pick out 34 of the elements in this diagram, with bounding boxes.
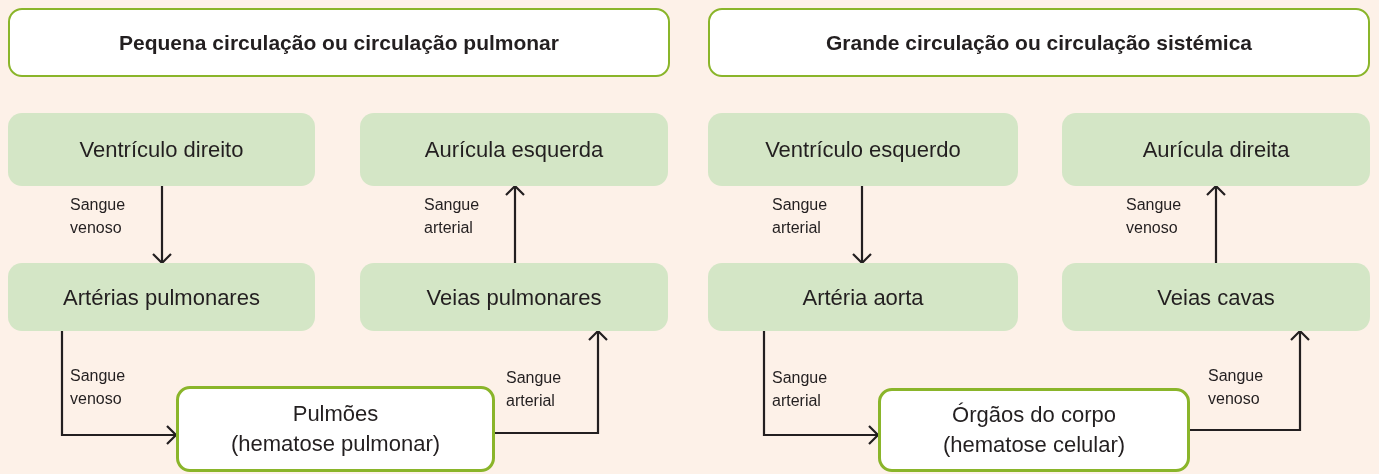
process-box: [708, 113, 1018, 186]
arrow: [495, 329, 609, 435]
process-box: [360, 263, 668, 331]
box-text: Pequena circulação ou circulação pulmonar: [119, 29, 559, 56]
arrow: [1190, 329, 1311, 432]
arrow: [762, 331, 880, 446]
box-text: Aurícula direita: [1142, 136, 1290, 164]
process-box: [360, 113, 668, 186]
box-text: Ventrículo esquerdo: [765, 136, 961, 164]
arrow: [60, 331, 178, 446]
arrow: [1205, 184, 1227, 263]
arrow: [504, 184, 526, 263]
box-text: Ventrículo direito: [79, 136, 244, 164]
box-text: Aurícula esquerda: [424, 136, 604, 164]
process-box: [8, 263, 315, 331]
arrow: [151, 186, 173, 265]
box-text: (hematose celular): [942, 431, 1126, 459]
box-text: Órgãos do corpo: [952, 401, 1116, 430]
process-box: [708, 263, 1018, 331]
organ-box: [878, 388, 1190, 472]
arrow: [851, 186, 873, 265]
box-text: Veias pulmonares: [426, 283, 602, 312]
box-text: Veias cavas: [1157, 283, 1275, 312]
organ-box: [176, 386, 495, 472]
heading-box: [8, 8, 670, 77]
box-text: Pulmões: [292, 400, 379, 429]
heading-box: [708, 8, 1370, 77]
process-box: [1062, 263, 1370, 331]
process-box: [8, 113, 315, 186]
process-box: [1062, 113, 1370, 186]
box-text: Grande circulação ou circulação sistémica: [826, 29, 1252, 56]
box-text: Artéria aorta: [802, 283, 924, 312]
box-text: (hematose pulmonar): [230, 430, 441, 458]
box-text: Artérias pulmonares: [63, 283, 260, 312]
